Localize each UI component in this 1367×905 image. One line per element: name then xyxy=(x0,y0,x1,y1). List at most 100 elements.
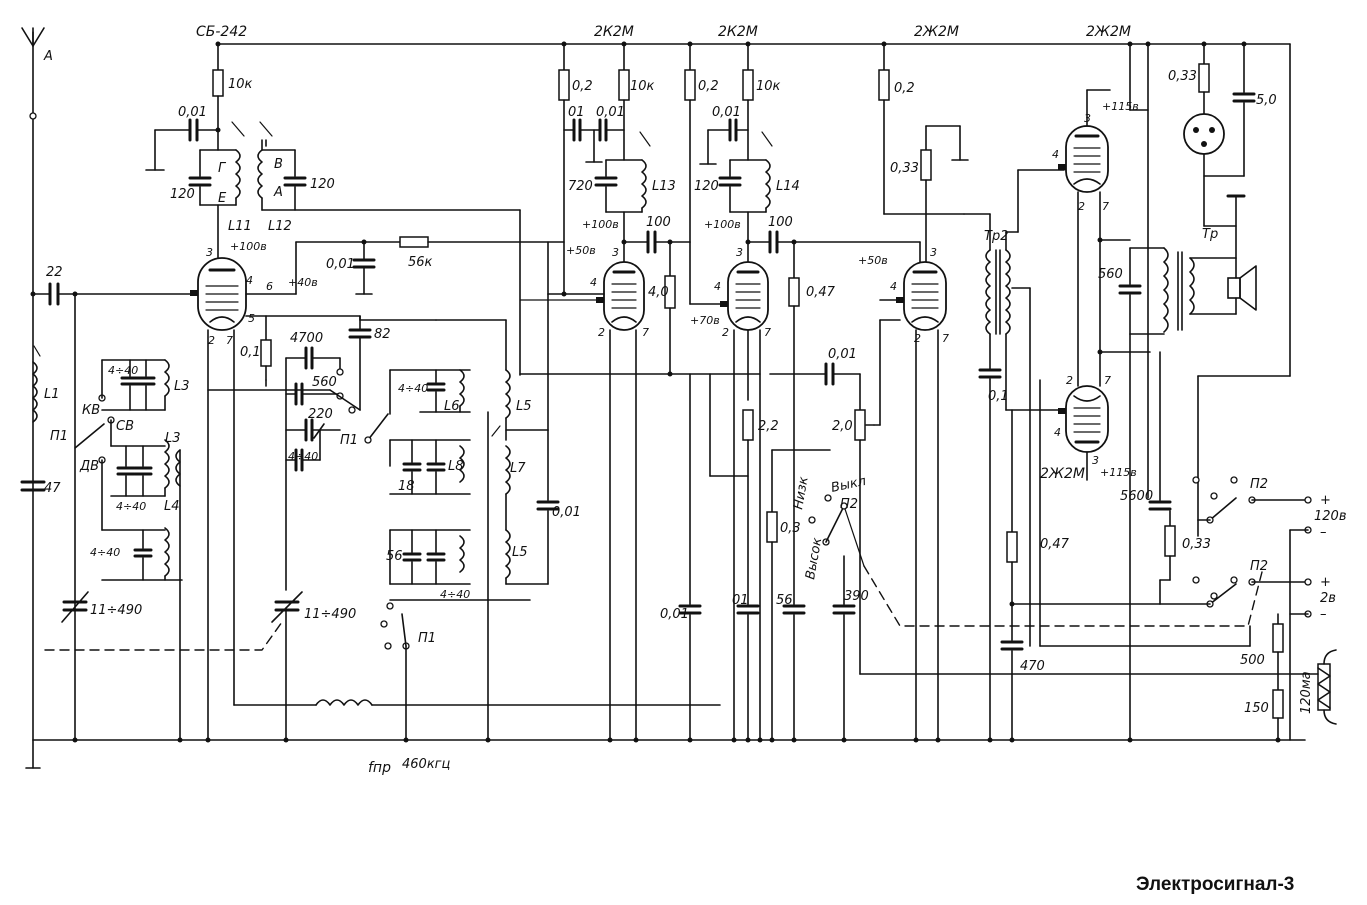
r150-label: 150 xyxy=(1244,701,1269,716)
v5-pin4: 4 xyxy=(1052,148,1059,161)
v2-pin3: 3 xyxy=(612,246,619,259)
vykl-label: Выкл xyxy=(830,474,868,496)
capacitor-001-bypass-icon xyxy=(678,373,702,741)
junctions xyxy=(30,41,1281,743)
v1-pin5: 5 xyxy=(248,312,255,325)
oscillator-padding-caps-icon xyxy=(285,346,341,591)
tr-label: Тр xyxy=(1202,227,1218,242)
tube-v5-label: 2Ж2М xyxy=(1086,24,1131,40)
v3-pin7: 7 xyxy=(764,326,771,339)
r22-label: 2,2 xyxy=(758,419,779,434)
c120b-label: 120 xyxy=(310,177,335,192)
ma120-label: 120ма xyxy=(1299,671,1314,714)
resistor-02b-icon xyxy=(684,69,696,101)
tube-v2-label: 2К2М xyxy=(594,24,634,40)
resistor-03-icon xyxy=(766,511,778,543)
tube-v5-icon xyxy=(1058,125,1109,193)
resistor-02c-icon xyxy=(878,69,890,101)
l12-label: L12 xyxy=(268,219,292,234)
capacitor-47-icon xyxy=(20,480,46,492)
tube-v4-icon xyxy=(896,261,947,331)
transformer-tr2-icon xyxy=(963,169,1065,647)
t440f-label: 4÷40 xyxy=(440,588,470,601)
l3b-label: L3 xyxy=(165,431,181,446)
tube-v6-label: 2Ж2М xyxy=(1040,466,1085,482)
c100a-label: 100 xyxy=(646,215,671,230)
v50a-label: +50в xyxy=(566,244,596,257)
r02a-label: 0,2 xyxy=(572,79,593,94)
nizk-label: Низк xyxy=(791,475,812,510)
tuning-mark-icon xyxy=(33,345,41,357)
inductor-l13-icon xyxy=(594,159,647,263)
resistor-033a-icon xyxy=(920,149,932,181)
c120a-label: 120 xyxy=(170,187,195,202)
p2c-label: П2 xyxy=(1250,559,1268,574)
resistor-033c-icon xyxy=(1164,525,1176,557)
caption: Электросигнал-3 xyxy=(1136,874,1294,895)
c001a-label: 0,01 xyxy=(178,105,207,120)
v115a-label: +115в xyxy=(1102,100,1139,113)
indicator-icon xyxy=(1183,113,1246,259)
v100c-label: +100в xyxy=(704,218,741,231)
ground-icon xyxy=(25,739,41,769)
v6-pin7: 7 xyxy=(1104,374,1111,387)
v1-pin4: 4 xyxy=(246,274,253,287)
tube-v1-label: СБ-242 xyxy=(196,24,247,40)
speaker-icon xyxy=(1227,257,1257,315)
r02c-label: 0,2 xyxy=(894,81,915,96)
c001c-label: 0,01 xyxy=(552,505,581,520)
r56k-label: 56к xyxy=(408,255,433,270)
v4-pin2: 2 xyxy=(914,332,921,345)
p2b-label: П2 xyxy=(1250,477,1268,492)
c50-label: 5,0 xyxy=(1256,93,1277,108)
dv-label: ДВ xyxy=(79,459,99,474)
v4-pin3: 3 xyxy=(930,246,937,259)
potentiometer-20-icon xyxy=(854,409,866,441)
v40-label: +40в xyxy=(288,276,318,289)
c560-label: 560 xyxy=(312,375,337,390)
v120-label: 120в xyxy=(1314,509,1346,524)
inductor-l11-icon xyxy=(188,149,241,259)
resistor-10k-3-icon xyxy=(742,69,754,101)
tube-v3-label: 2К2М xyxy=(718,24,758,40)
resistor-500-icon xyxy=(1272,623,1284,653)
p1b-label: П1 xyxy=(340,433,358,448)
antenna-label: А xyxy=(43,49,53,64)
tube-v2-icon xyxy=(596,261,645,331)
resistor-56k-icon xyxy=(399,236,429,248)
l8-label: L8 xyxy=(448,459,464,474)
l4-label: L4 xyxy=(164,499,180,514)
power-switch-p2-icon xyxy=(1159,476,1312,741)
resistor-033b-icon xyxy=(1198,63,1210,93)
r10k3-label: 10к xyxy=(756,79,781,94)
v6-pin4: 4 xyxy=(1054,426,1061,439)
v2-pin2: 2 xyxy=(598,326,605,339)
fpr-label: fпр xyxy=(368,760,391,776)
c47-label: 47 xyxy=(44,481,61,496)
v4-pin7: 7 xyxy=(942,332,949,345)
c470-label: 470 xyxy=(1020,659,1045,674)
inductor-l1-icon xyxy=(32,361,38,423)
v3-pin3: 3 xyxy=(736,246,743,259)
t440d-label: 4÷40 xyxy=(288,450,318,463)
coil-group-band-icon xyxy=(101,359,183,741)
c001d-label: 0,01 xyxy=(596,105,625,120)
e-label: Е xyxy=(218,191,227,206)
inductor-l14-icon xyxy=(718,159,771,263)
resistor-01-icon xyxy=(260,339,272,367)
tube-v4-label: 2Ж2М xyxy=(914,24,959,40)
l6-label: L6 xyxy=(444,399,460,414)
tube-v1-icon xyxy=(190,257,247,331)
c001f-label: 0,01 xyxy=(828,347,857,362)
minus1-label: – xyxy=(1320,525,1327,540)
f460-label: 460кгц xyxy=(402,757,450,772)
tube-v3-icon xyxy=(720,261,769,331)
p1c-label: П1 xyxy=(418,631,436,646)
variable-capacitor-1-icon xyxy=(61,591,89,623)
b-label: В xyxy=(274,157,283,172)
v2-pin4: 4 xyxy=(590,276,597,289)
c82-label: 82 xyxy=(374,327,391,342)
antenna-icon xyxy=(21,27,45,741)
capacitor-100a-icon xyxy=(623,230,723,305)
